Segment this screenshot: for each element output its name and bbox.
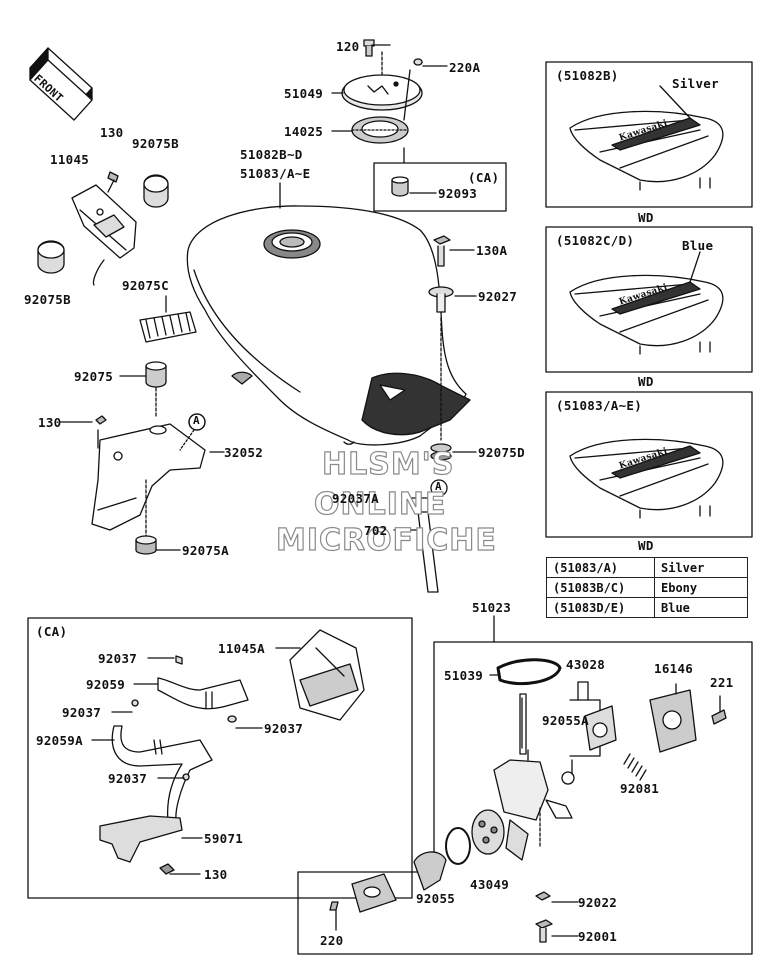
variant-1-color: Silver bbox=[672, 76, 719, 91]
table-row: (51083/A) Silver bbox=[546, 557, 748, 578]
bracket-59071 bbox=[99, 815, 203, 875]
mark-a-left bbox=[188, 413, 206, 431]
variant-1-code: (51082B) bbox=[556, 68, 619, 83]
front-arrow-icon bbox=[29, 47, 93, 121]
label-59071: 59071 bbox=[204, 831, 244, 846]
fuel-cap-assembly bbox=[331, 39, 448, 144]
ca-box bbox=[373, 162, 507, 212]
variant-box-2 bbox=[545, 226, 753, 373]
grommet-92075A bbox=[135, 535, 181, 555]
label-51082B-D: 51082B~D bbox=[240, 147, 303, 162]
color-table: (51083/A) Silver (51083B/C) Ebony (51083… bbox=[546, 557, 748, 618]
label-ca-panel: (CA) bbox=[36, 624, 68, 639]
label-32052: 32052 bbox=[224, 445, 264, 460]
label-92022: 92022 bbox=[578, 895, 618, 910]
variant-box-1 bbox=[545, 61, 753, 208]
variant-3-tag: WD bbox=[638, 538, 654, 553]
label-92075B-bottom: 92075B bbox=[24, 292, 71, 307]
table-row: (51083D/E) Blue bbox=[546, 597, 748, 618]
label-43049: 43049 bbox=[470, 877, 510, 892]
collar-92027 bbox=[428, 286, 477, 441]
label-92037-3: 92037 bbox=[264, 721, 304, 736]
label-A-right: A bbox=[435, 480, 442, 493]
variant-1-tag: WD bbox=[638, 210, 654, 225]
table-cell-code: (51083B/C) bbox=[546, 577, 655, 598]
table-cell-color: Blue bbox=[654, 597, 748, 618]
pad-92075C bbox=[139, 295, 197, 343]
bracket-11045 bbox=[71, 171, 137, 286]
table-cell-color: Silver bbox=[654, 557, 748, 578]
label-92059A: 92059A bbox=[36, 733, 83, 748]
label-92075: 92075 bbox=[74, 369, 114, 384]
label-14025: 14025 bbox=[284, 124, 324, 139]
grommet-92075D bbox=[430, 443, 477, 461]
watermark-line1: HLSM'S bbox=[321, 446, 455, 482]
label-92075A: 92075A bbox=[182, 543, 229, 558]
bolt-130A bbox=[433, 235, 475, 267]
label-43028: 43028 bbox=[566, 657, 606, 672]
label-ca-box: (CA) bbox=[468, 170, 500, 185]
ca-panel-frame bbox=[27, 617, 413, 899]
petcock-assembly bbox=[329, 658, 727, 943]
table-cell-color: Ebony bbox=[654, 577, 748, 598]
variant-2-color: Blue bbox=[682, 238, 714, 253]
label-220A: 220A bbox=[449, 60, 481, 75]
mark-a-right bbox=[430, 479, 448, 497]
label-92059: 92059 bbox=[86, 677, 126, 692]
bracket-11045A bbox=[275, 629, 365, 721]
label-130-mid: 130 bbox=[38, 415, 62, 430]
label-92075B-top: 92075B bbox=[132, 136, 179, 151]
table-cell-code: (51083/A) bbox=[546, 557, 655, 578]
label-92037-4: 92037 bbox=[108, 771, 148, 786]
label-11045A: 11045A bbox=[218, 641, 265, 656]
label-51039: 51039 bbox=[444, 668, 484, 683]
label-51083-A-E: 51083/A~E bbox=[240, 166, 311, 181]
label-130A: 130A bbox=[476, 243, 508, 258]
label-130-top: 130 bbox=[100, 125, 124, 140]
label-130-bottom: 130 bbox=[204, 867, 228, 882]
label-16146: 16146 bbox=[654, 661, 694, 676]
label-702: 702 bbox=[364, 523, 388, 538]
grommet-92093 bbox=[391, 176, 437, 197]
label-220: 220 bbox=[320, 933, 344, 948]
label-92027: 92027 bbox=[478, 289, 518, 304]
fuel-tank bbox=[186, 182, 471, 446]
spacer-92075B-top bbox=[143, 174, 169, 208]
label-92001: 92001 bbox=[578, 929, 618, 944]
grommet-92075 bbox=[119, 361, 167, 417]
label-51049: 51049 bbox=[284, 86, 324, 101]
label-92055: 92055 bbox=[416, 891, 456, 906]
table-row: (51083B/C) Ebony bbox=[546, 577, 748, 598]
bracket-32052 bbox=[59, 413, 225, 537]
spacer-92075B-bottom bbox=[37, 240, 65, 274]
label-51023: 51023 bbox=[472, 600, 512, 615]
watermark-line2: ONLINE bbox=[313, 486, 447, 522]
variant-2-tag: WD bbox=[638, 374, 654, 389]
table-cell-code: (51083D/E) bbox=[546, 597, 655, 618]
label-A-left: A bbox=[193, 414, 200, 427]
label-92081: 92081 bbox=[620, 781, 660, 796]
label-92037A: 92037A bbox=[332, 491, 379, 506]
label-92037-2: 92037 bbox=[62, 705, 102, 720]
variant-3-code: (51083/A~E) bbox=[556, 398, 643, 413]
variant-box-3 bbox=[545, 391, 753, 538]
label-92037-1: 92037 bbox=[98, 651, 138, 666]
label-92075C: 92075C bbox=[122, 278, 169, 293]
variant-2-code: (51082C/D) bbox=[556, 233, 635, 248]
label-11045: 11045 bbox=[50, 152, 90, 167]
label-120: 120 bbox=[336, 39, 360, 54]
label-92075D: 92075D bbox=[478, 445, 525, 460]
label-92055A: 92055A bbox=[542, 713, 589, 728]
watermark-line3: MICROFICHE bbox=[275, 522, 497, 558]
hose-702 bbox=[393, 497, 439, 593]
label-92093: 92093 bbox=[438, 186, 478, 201]
label-221: 221 bbox=[710, 675, 734, 690]
